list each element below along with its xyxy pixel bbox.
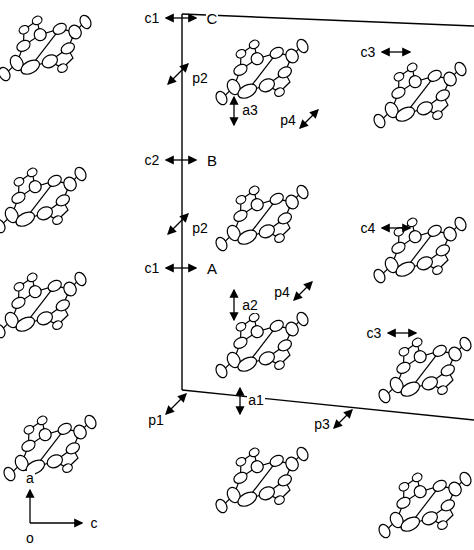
contact-label: p2	[191, 221, 209, 236]
axis-label: a	[25, 471, 35, 486]
contact-label: p4	[273, 285, 291, 300]
contact-label: c3	[366, 326, 383, 341]
axis-label: c	[90, 516, 99, 531]
contact-label: p2	[191, 71, 209, 86]
molecule-label: A	[206, 261, 218, 276]
contact-arrows	[166, 18, 416, 428]
axis-label: o	[25, 531, 35, 546]
contact-label: c1	[144, 261, 161, 276]
molecule-label: C	[206, 11, 219, 26]
contact-label: p3	[313, 417, 331, 432]
contact-label: c2	[144, 153, 161, 168]
contact-label: c4	[360, 221, 377, 236]
molecule-label: B	[206, 153, 218, 168]
contact-label: a1	[247, 393, 265, 408]
axes	[30, 490, 82, 523]
contact-label: p1	[147, 413, 165, 428]
contact-label: a3	[241, 103, 259, 118]
contact-label: a2	[241, 298, 259, 313]
contact-label: c1	[144, 11, 161, 26]
contact-label: c3	[360, 45, 377, 60]
contact-label: p4	[279, 113, 297, 128]
